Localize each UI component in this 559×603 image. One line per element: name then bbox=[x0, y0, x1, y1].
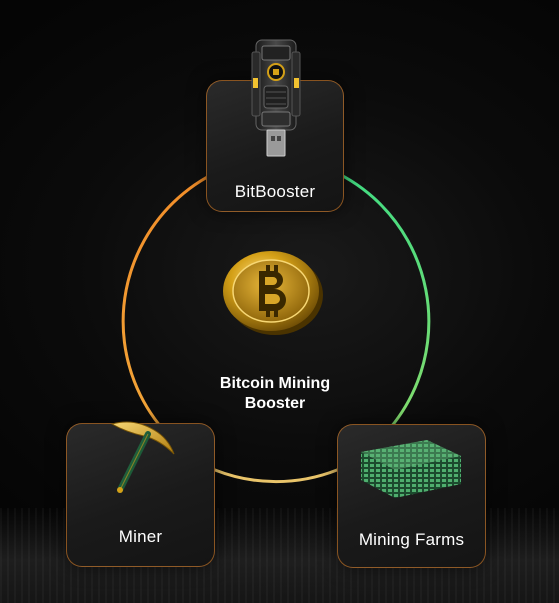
node-label-miner: Miner bbox=[118, 527, 163, 546]
ring-arc-bottom bbox=[214, 468, 338, 484]
center-title-line1: Bitcoin Mining bbox=[219, 375, 331, 392]
node-label-mining-farms: Mining Farms bbox=[358, 530, 465, 549]
pickaxe-icon bbox=[110, 421, 175, 493]
node-label-bitbooster: BitBooster bbox=[234, 182, 316, 201]
center-title: Bitcoin Mining Booster bbox=[170, 374, 380, 414]
server-rack-farm-icon bbox=[361, 440, 461, 498]
bitcoin-coin-icon bbox=[223, 251, 323, 335]
usb-booster-device-icon bbox=[251, 39, 301, 157]
center-title-line2: Booster bbox=[244, 395, 306, 412]
